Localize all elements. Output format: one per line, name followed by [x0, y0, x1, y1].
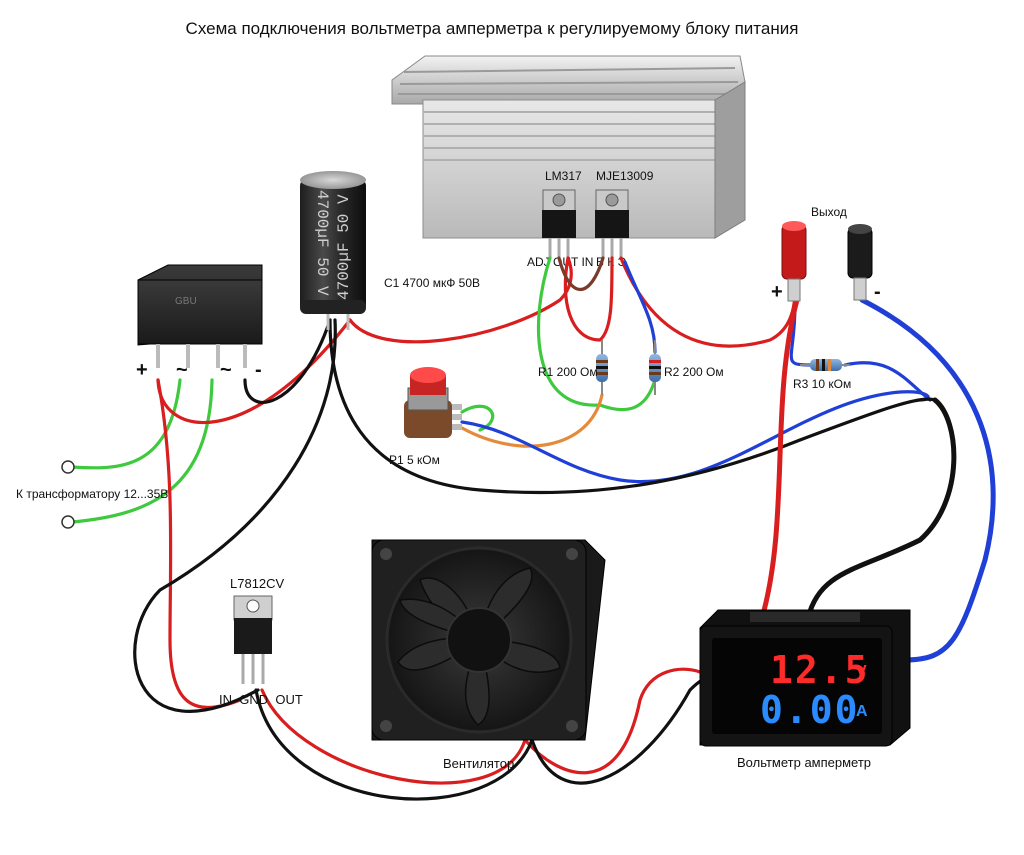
- l7812-pin-labels: IN GND OUT: [219, 692, 303, 707]
- meter-label: Вольтметр амперметр: [737, 755, 871, 770]
- meter-current-readout: 0.00: [760, 688, 860, 732]
- resistor-r3: [800, 359, 850, 371]
- lm317-regulator: [542, 189, 576, 258]
- capacitor-c1: 4700µF 50 V 4700µF 50 V: [300, 171, 366, 330]
- meter-voltage-readout: 12.5: [770, 648, 870, 692]
- bridge-ac2-label: ~: [220, 359, 232, 381]
- blue-wire-output-minus-meter: [859, 297, 996, 663]
- red-wire-bridge-to-l7812-in: [156, 378, 242, 710]
- capacitor-label: C1 4700 мкФ 50В: [384, 276, 480, 290]
- output-minus-label: -: [874, 281, 881, 303]
- cooling-fan: [371, 539, 606, 741]
- brown-wire-out-to-base: [557, 256, 605, 291]
- capacitor-print-a: 4700µF 50 V: [313, 190, 331, 296]
- bridge-plus-label: +: [136, 359, 148, 381]
- output-plus-label: +: [771, 281, 783, 303]
- red-wire-emitter-to-output: [619, 256, 797, 348]
- output-terminal-plus: [781, 221, 807, 302]
- p1-label: P1 5 кОм: [389, 453, 440, 467]
- diode-bridge: GBU: [137, 264, 263, 368]
- black-wire-to-l7812-gnd: [133, 318, 337, 713]
- capacitor-print-b: 4700µF 50 V: [335, 194, 353, 300]
- green-wire-adj-to-r1: [536, 256, 657, 412]
- transformer-label: К трансформатору 12...35В: [16, 487, 168, 501]
- resistor-r2: [649, 340, 661, 395]
- black-wire-bridge-minus-cap: [243, 318, 332, 404]
- orange-wire-pot-to-r1: [460, 393, 604, 448]
- blue-wire-pot-to-r3: [460, 390, 930, 484]
- l7812-regulator: [233, 595, 273, 684]
- diagram-title: Схема подключения вольтметра амперметра …: [186, 19, 799, 38]
- meter-current-unit: A: [856, 703, 868, 720]
- volt-ampere-meter: [699, 609, 911, 747]
- bridge-ac1-label: ~: [176, 359, 188, 381]
- red-wire-cap-to-in: [348, 256, 573, 344]
- fan-label: Вентилятор: [443, 756, 514, 771]
- bridge-minus-label: -: [255, 359, 262, 381]
- output-label: Выход: [811, 205, 847, 219]
- r1-label: R1 200 Ом: [538, 365, 598, 379]
- black-wire-cap-to-ground: [328, 318, 937, 495]
- green-wire-transformer-1: [70, 378, 182, 470]
- transformer-terminal-2: [61, 515, 75, 529]
- svg-text:GBU: GBU: [175, 296, 197, 307]
- black-wire-meter-ground: [805, 397, 957, 621]
- l7812-label: L7812CV: [230, 576, 285, 591]
- r3-label: R3 10 кОм: [793, 377, 851, 391]
- meter-voltage-unit: V: [856, 663, 867, 680]
- mje13009-label: MJE13009: [596, 169, 654, 183]
- red-wire-in-to-collector: [563, 256, 614, 342]
- lm317-label: LM317: [545, 169, 582, 183]
- black-wire-gnd-fan: [254, 688, 534, 801]
- transformer-terminal-1: [61, 460, 75, 474]
- resistor-r1: [596, 340, 608, 395]
- r2-label: R2 200 Ом: [664, 365, 724, 379]
- red-wire-l7812-out: [260, 688, 527, 785]
- potentiometer-p1: [404, 367, 462, 438]
- output-terminal-minus: [847, 224, 873, 301]
- red-wire-fan-to-meter: [523, 667, 702, 775]
- heatsink: [391, 55, 746, 239]
- red-wire-meter-plus: [759, 297, 800, 621]
- mje13009-transistor: [595, 189, 629, 258]
